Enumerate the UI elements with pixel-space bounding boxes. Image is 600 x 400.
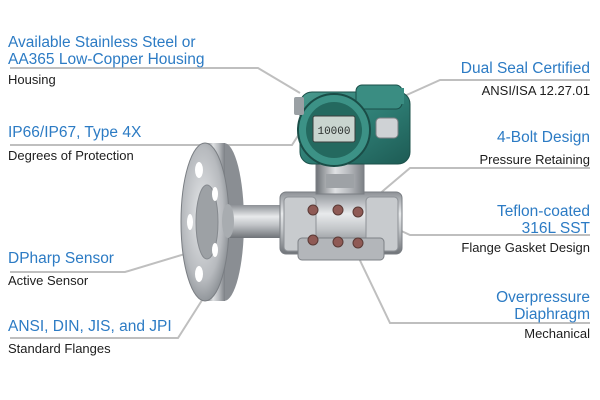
process-flange: [180, 142, 244, 302]
overpressure-caption: Mechanical: [524, 326, 590, 341]
housing-title-line-2: AA365 Low-Copper Housing: [8, 51, 205, 69]
gasket-title: Teflon-coated 316L SST: [497, 203, 590, 237]
bolt-heads: [307, 204, 364, 249]
seal-title: Dual Seal Certified: [460, 60, 590, 77]
flanges-title: ANSI, DIN, JIS, and JPI: [8, 318, 172, 335]
leader-housing: [10, 67, 301, 94]
protection-caption: Degrees of Protection: [8, 148, 134, 163]
housing-caption: Housing: [8, 72, 56, 87]
sensor-title: DPharp Sensor: [8, 250, 114, 267]
leader-seal: [399, 79, 590, 99]
transmitter-housing: [294, 84, 411, 167]
leader-lines: [10, 67, 590, 339]
lcd-readout: 10000: [317, 126, 350, 138]
overpressure-title-line-1: Overpressure: [496, 289, 590, 306]
sensor-caption: Active Sensor: [8, 273, 89, 288]
housing-title-line-1: Available Stainless Steel or: [8, 34, 196, 51]
protection-title: IP66/IP67, Type 4X: [8, 124, 142, 141]
housing-title: Available Stainless Steel or AA365 Low-C…: [8, 34, 204, 68]
seal-caption: ANSI/ISA 12.27.01: [481, 83, 590, 98]
overpressure-title-line-2: Diaphragm: [514, 306, 590, 324]
gasket-caption: Flange Gasket Design: [461, 240, 590, 255]
gasket-title-line-2: 316L SST: [521, 220, 590, 238]
bolt-title: 4-Bolt Design: [496, 129, 590, 146]
leader-overpressure: [354, 249, 590, 324]
gasket-title-line-1: Teflon-coated: [496, 203, 590, 220]
overpressure-title: Overpressure Diaphragm: [496, 289, 590, 323]
flanges-caption: Standard Flanges: [8, 341, 111, 356]
sensor-capsule: [279, 191, 403, 261]
bolt-caption: Pressure Retaining: [479, 152, 590, 167]
